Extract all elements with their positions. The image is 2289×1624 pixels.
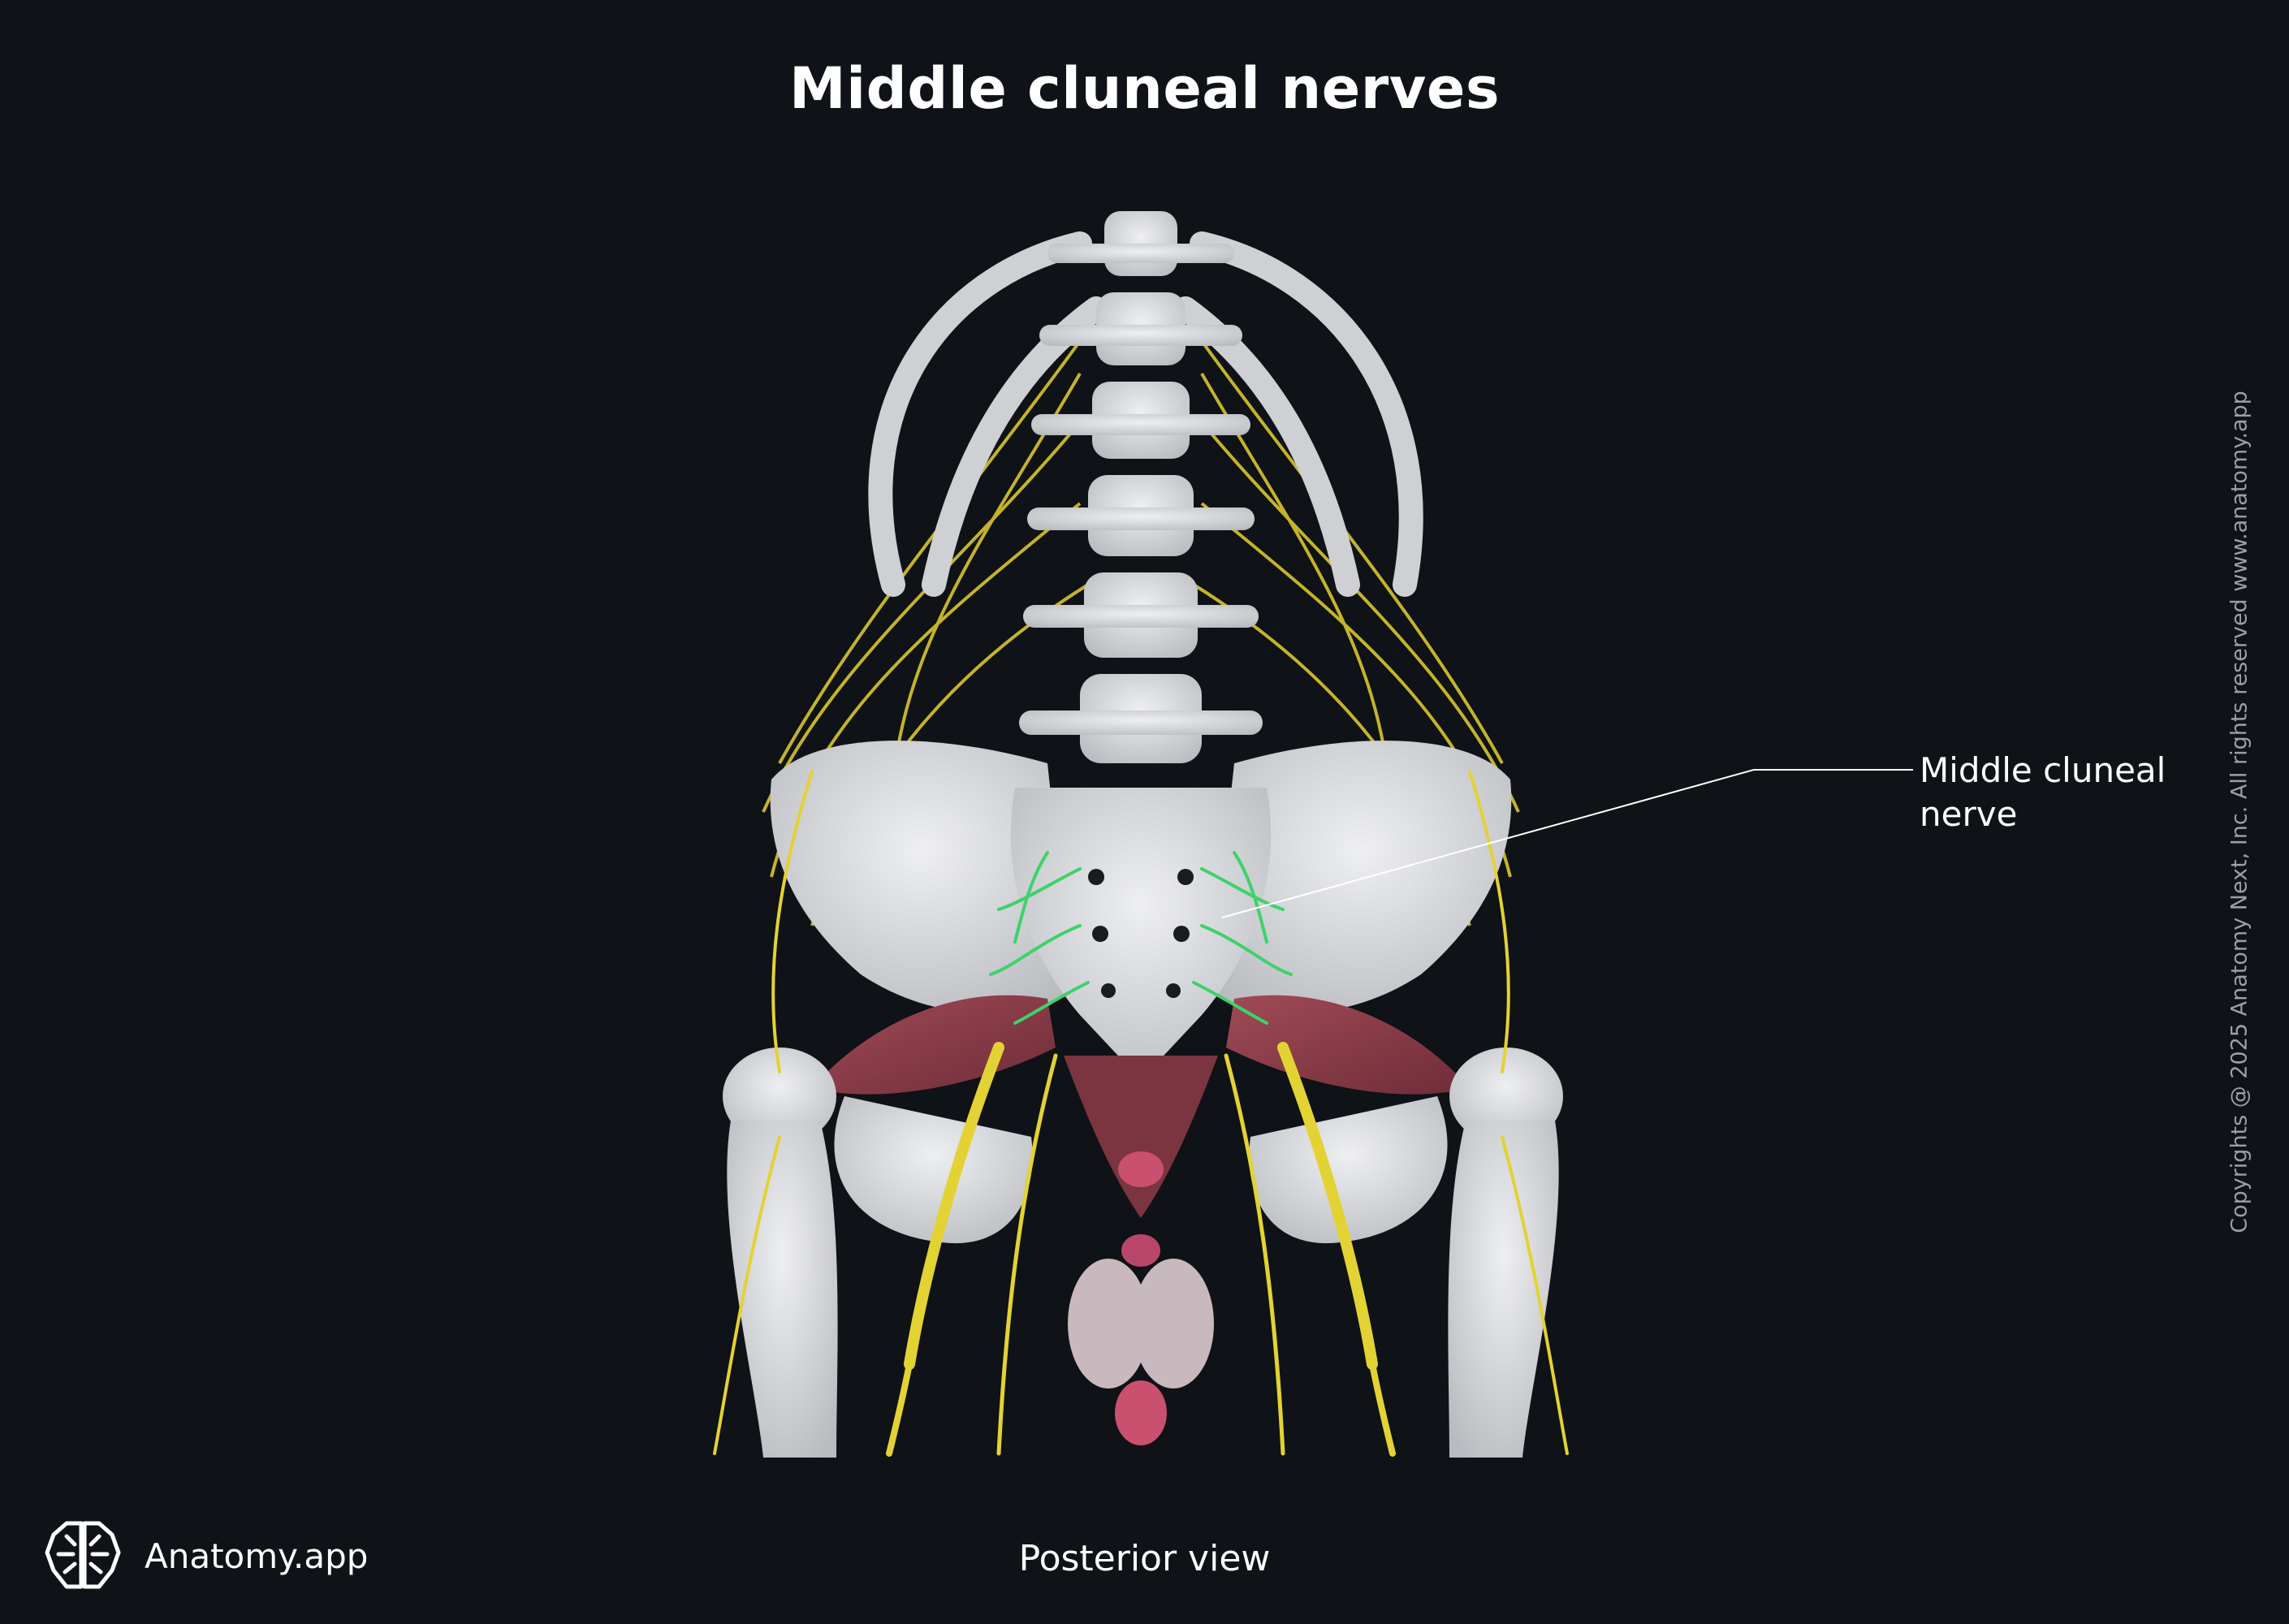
pelvic-floor-muscle <box>1064 1056 1218 1218</box>
brand-name: Anatomy.app <box>145 1535 369 1576</box>
brain-icon <box>45 1521 121 1589</box>
genitalia <box>1068 1151 1214 1445</box>
brand-logo-link[interactable]: Anatomy.app <box>42 1517 368 1595</box>
middle-cluneal-nerves <box>989 851 1293 1025</box>
sacral-foramina <box>1088 869 1194 998</box>
sciatic-nerves <box>713 770 1569 1457</box>
ischial-region <box>834 1096 1448 1244</box>
iliac-wings <box>770 741 1512 1013</box>
femurs <box>723 1047 1563 1458</box>
label-line-2: nerve <box>1920 794 2018 834</box>
label-leader-line <box>1221 769 1913 918</box>
page-title: Middle cluneal nerves <box>788 55 1501 122</box>
sacrum <box>1010 788 1272 1080</box>
view-caption: Posterior view <box>1018 1538 1271 1579</box>
middle-cluneal-nerve-label: Middle cluneal nerve <box>1920 749 2166 836</box>
lumbar-vertebrae <box>1019 211 1263 763</box>
copyright-text: Copyrights @ 2025 Anatomy Next, Inc. All… <box>2226 391 2252 1233</box>
label-line-1: Middle cluneal <box>1920 750 2166 790</box>
